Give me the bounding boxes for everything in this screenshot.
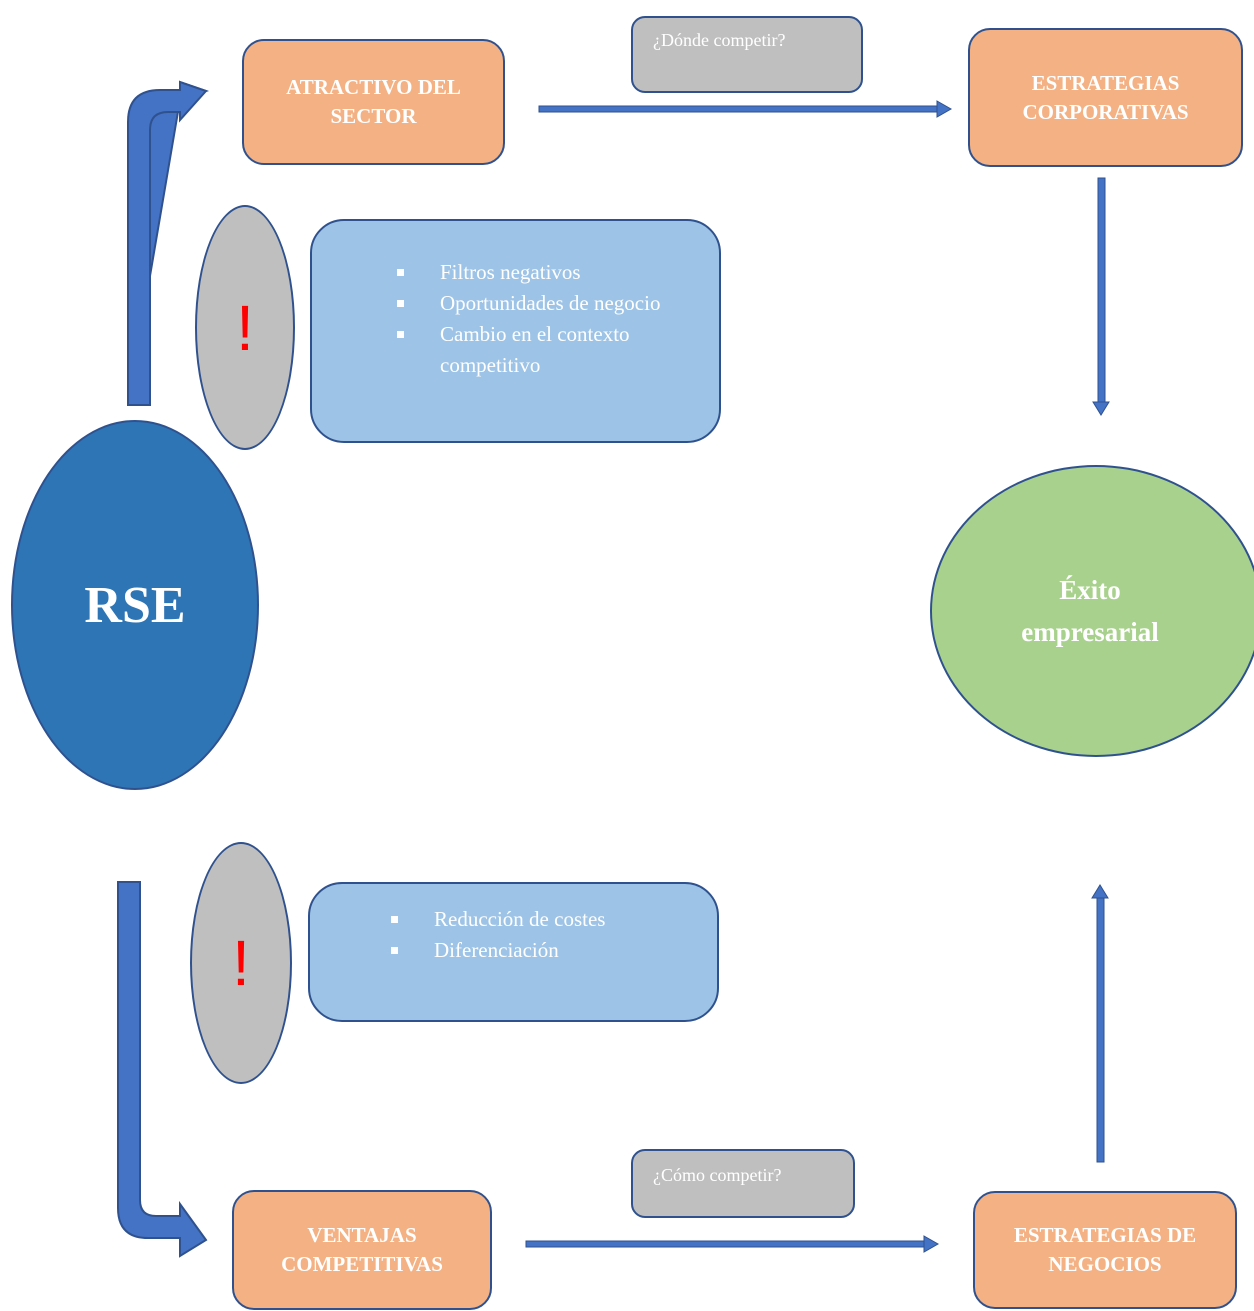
como-competir-label: ¿Cómo competir? [653,1165,782,1185]
top-factors-box: Filtros negativos Oportunidades de negoc… [310,219,721,443]
rse-label: RSE [84,576,186,634]
list-item: Cambio en el contexto competitivo [390,319,679,381]
ventajas-to-negocios-line [525,1240,927,1248]
ventajas-competitivas-label: VENTAJAS COMPETITIVAS [281,1223,443,1276]
warning-oval-bottom: ! [190,842,292,1084]
estrategias-corporativas-label: ESTRATEGIAS CORPORATIVAS [1022,70,1189,124]
negocios-to-exito-line [1096,897,1105,1163]
estrategias-corporativas-box: ESTRATEGIAS CORPORATIVAS [968,28,1243,167]
donde-competir-box: ¿Dónde competir? [631,16,863,93]
rse-to-ventajas-arrow [117,881,208,1258]
donde-competir-label: ¿Dónde competir? [653,30,786,50]
atractivo-del-sector-label: ATRACTIVO DEL SECTOR [286,75,461,128]
atractivo-to-corporativas-line [538,105,940,113]
list-item: Oportunidades de negocio [390,288,679,319]
estrategias-de-negocios-box: ESTRATEGIAS DE NEGOCIOS [973,1191,1237,1309]
como-competir-box: ¿Cómo competir? [631,1149,855,1218]
atractivo-del-sector-box: ATRACTIVO DEL SECTOR [242,39,505,165]
exito-empresarial-label: Éxito empresarial [1021,575,1159,647]
corporativas-to-exito-line [1097,177,1106,403]
warning-icon: ! [236,291,254,364]
list-item: Reducción de costes [384,904,677,935]
top-factors-list: Filtros negativos Oportunidades de negoc… [390,257,679,381]
rse-oval: RSE [11,420,259,790]
warning-icon: ! [232,927,250,999]
list-item: Filtros negativos [390,257,679,288]
estrategias-de-negocios-label: ESTRATEGIAS DE NEGOCIOS [1013,1223,1197,1276]
exito-empresarial-oval: Éxito empresarial [930,465,1254,757]
bottom-factors-box: Reducción de costes Diferenciación [308,882,719,1022]
ventajas-competitivas-box: VENTAJAS COMPETITIVAS [232,1190,492,1310]
warning-oval-top: ! [195,205,295,450]
bottom-factors-list: Reducción de costes Diferenciación [384,904,677,966]
list-item: Diferenciación [384,935,677,966]
